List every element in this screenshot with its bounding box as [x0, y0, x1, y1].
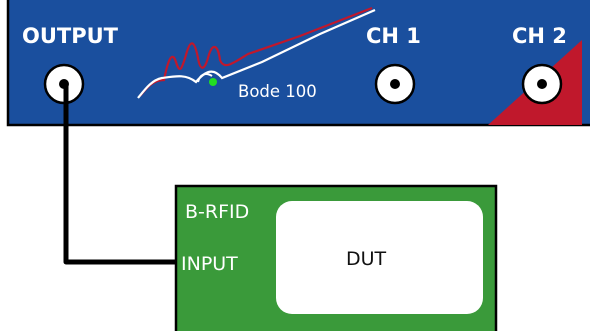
fixture-board: B-RFID INPUT DUT [174, 184, 498, 331]
dut-box[interactable] [276, 201, 483, 314]
ch2-bnc-connector[interactable] [521, 63, 563, 105]
fixture-name: B-RFID [185, 201, 249, 223]
bode-logo-waveform-icon [137, 6, 376, 99]
instrument-front-panel [6, 0, 590, 127]
trace-notch [197, 73, 213, 83]
instrument-name: Bode 100 [238, 82, 317, 101]
ch1-connector-pin [390, 79, 400, 89]
frequency-response-trace [139, 6, 373, 97]
ch1-port-label: CH 1 [366, 24, 421, 48]
status-led [209, 78, 217, 86]
dut-label: DUT [346, 248, 387, 270]
instrument-panel: Bode 100 OUTPUT CH 1 CH 2 [6, 0, 590, 127]
ch2-port-label: CH 2 [512, 24, 567, 48]
ch2-connector-pin [537, 79, 547, 89]
phase-response-trace [137, 8, 376, 99]
output-port-label: OUTPUT [22, 24, 119, 48]
fixture-input-label: INPUT [181, 253, 238, 275]
output-to-input-cable [63, 84, 176, 265]
ch1-bnc-connector[interactable] [374, 63, 416, 105]
